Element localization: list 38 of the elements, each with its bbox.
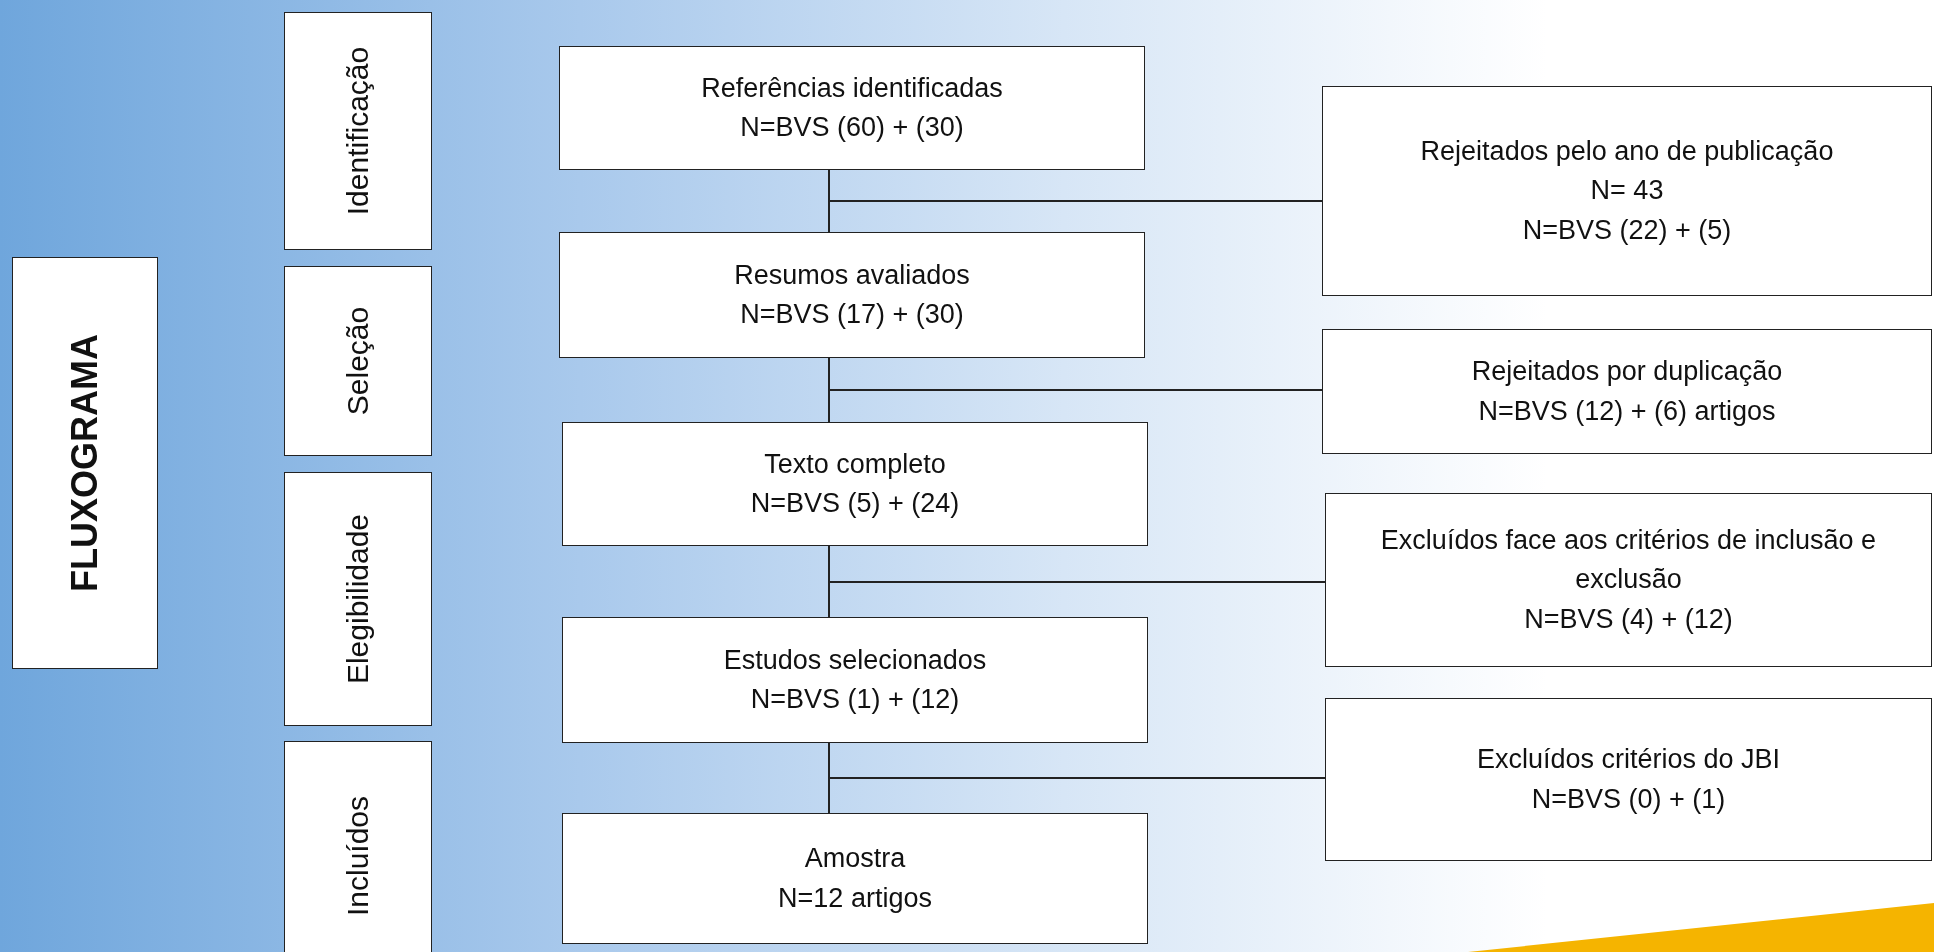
box-text: N=BVS (0) + (1) [1531, 782, 1726, 816]
process-box [1325, 493, 1932, 667]
box-text: N= 43 [1590, 174, 1664, 208]
box-text: Resumos avaliados [734, 258, 970, 292]
process-box [562, 422, 1148, 546]
process-box [559, 46, 1145, 170]
box-text: N=12 artigos [778, 881, 932, 915]
box-text: Estudos selecionados [723, 643, 987, 677]
process-box [1322, 329, 1932, 454]
stage-label: Seleção [340, 306, 376, 416]
box-text: N=BVS (12) + (6) artigos [1478, 394, 1776, 428]
box-text: Amostra [804, 842, 906, 876]
box-text: N=BVS (5) + (24) [750, 487, 960, 520]
box-text: Excluídos face aos critérios de inclusão e exclusão [1379, 524, 1878, 597]
stage-box [284, 741, 432, 952]
process-box [1322, 86, 1932, 296]
box-text: Rejeitados pelo ano de publicação [1420, 135, 1834, 169]
process-box [562, 617, 1148, 743]
box-text: N=BVS (1) + (12) [750, 683, 960, 716]
stage-label: Elegibilidade [340, 513, 376, 685]
title-box [12, 257, 158, 669]
process-box [1325, 698, 1932, 861]
box-text: Excluídos critérios do JBI [1476, 743, 1781, 777]
stage-box [284, 12, 432, 250]
stage-box [284, 472, 432, 726]
stage-label: Incluídos [340, 795, 376, 917]
box-text: Rejeitados por duplicação [1471, 355, 1783, 389]
box-text: FLUXOGRAMA [62, 334, 106, 592]
box-text: N=BVS (17) + (30) [740, 298, 964, 331]
box-text: N=BVS (4) + (12) [1524, 602, 1733, 636]
box-text: N=BVS (22) + (5) [1522, 213, 1732, 247]
box-text: N=BVS (60) + (30) [740, 111, 964, 144]
stage-box [284, 266, 432, 456]
box-text: Texto completo [764, 447, 946, 481]
stage-label: Identificação [340, 46, 376, 216]
box-text: Referências identificadas [701, 71, 1003, 105]
process-box [562, 813, 1148, 944]
process-box [559, 232, 1145, 358]
